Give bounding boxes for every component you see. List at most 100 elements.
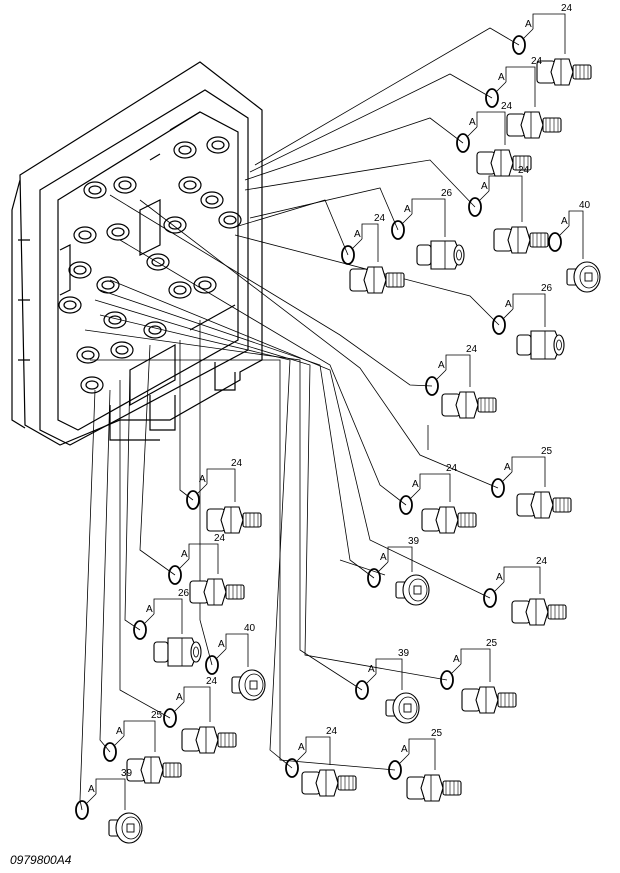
callout-fitting-24: A24	[399, 463, 477, 534]
seal-label: A	[146, 604, 153, 615]
o-ring	[548, 232, 562, 252]
plug-icon	[385, 692, 420, 724]
part-number-label: 24	[206, 676, 218, 687]
fitting-icon	[406, 774, 462, 802]
o-ring	[355, 680, 369, 700]
fitting-icon	[349, 266, 405, 294]
valve-block	[11, 61, 263, 446]
callout-bracket	[503, 566, 541, 594]
callout-bracket	[445, 354, 471, 387]
o-ring	[388, 760, 402, 780]
part-number-label: 26	[541, 283, 553, 294]
o-ring	[491, 478, 505, 498]
plug-icon	[231, 669, 266, 701]
o-ring	[103, 742, 117, 762]
port-bores	[58, 136, 242, 394]
callout-bracket	[568, 210, 584, 259]
part-number-label: 24	[531, 56, 543, 67]
o-ring	[483, 588, 497, 608]
callout-fitting-24: A24	[163, 676, 237, 754]
seal-label: A	[199, 474, 206, 485]
fitting-icon	[536, 58, 592, 86]
seal-label: A	[561, 216, 568, 227]
part-number-label: 40	[579, 200, 591, 211]
part-number-label: 26	[441, 188, 453, 199]
o-ring	[186, 490, 200, 510]
o-ring	[341, 245, 355, 265]
fitting-icon	[516, 491, 572, 519]
seal-label: A	[298, 742, 305, 753]
o-ring	[399, 495, 413, 515]
callout-bracket	[408, 738, 436, 770]
callout-fitting-24: A24	[485, 56, 562, 139]
fitting-icon	[206, 506, 262, 534]
callout-fitting-25: A 25	[388, 728, 462, 802]
callout-bracket	[375, 658, 403, 690]
part-number-label: 25	[151, 710, 163, 721]
union-icon	[516, 330, 565, 360]
callout-bracket	[206, 468, 236, 502]
o-ring	[285, 758, 299, 778]
fitting-icon	[301, 769, 357, 797]
part-number-label: 24	[518, 165, 530, 176]
part-number-label: 24	[446, 463, 458, 474]
leader-lines	[79, 27, 520, 811]
callout-fitting-24: A24	[425, 344, 497, 419]
seal-label: A	[504, 462, 511, 473]
callout-union-26: A 26	[492, 283, 565, 360]
seal-label: A	[404, 204, 411, 215]
seal-label: A	[88, 784, 95, 795]
part-number-label: 24	[536, 556, 548, 567]
plug-icon	[108, 812, 143, 844]
seal-label: A	[481, 181, 488, 192]
o-ring	[425, 376, 439, 396]
callout-bracket	[225, 633, 249, 667]
seal-label: A	[469, 117, 476, 128]
seal-label: A	[438, 360, 445, 371]
o-ring	[367, 568, 381, 588]
callout-bracket	[476, 111, 506, 145]
callout-fitting-25: A25	[440, 638, 517, 714]
callout-bracket	[153, 598, 183, 634]
callout-bracket	[460, 648, 491, 682]
o-ring	[512, 35, 526, 55]
seal-label: A	[401, 744, 408, 755]
part-number-label: 24	[374, 213, 386, 224]
seal-label: A	[496, 572, 503, 583]
callout-bracket	[305, 736, 331, 765]
o-ring	[492, 315, 506, 335]
fitting-icon	[189, 578, 245, 606]
o-ring	[391, 220, 405, 240]
part-number-label: 25	[431, 728, 443, 739]
seal-label: A	[218, 639, 225, 650]
callout-bracket	[532, 13, 566, 54]
o-ring	[75, 800, 89, 820]
callout-plug-39: A39	[355, 648, 420, 724]
callout-bracket	[419, 473, 451, 502]
part-number-label: 24	[561, 3, 573, 14]
part-number-label: 24	[501, 101, 513, 112]
part-number-label: 24	[326, 726, 338, 737]
fitting-icon	[511, 598, 567, 626]
part-number-label: 25	[541, 446, 553, 457]
seal-label: A	[505, 299, 512, 310]
part-number-label: 40	[244, 623, 256, 634]
plug-icon	[395, 574, 430, 606]
seal-label: A	[368, 664, 375, 675]
callout-fitting-24: A24	[168, 533, 245, 606]
o-ring	[163, 708, 177, 728]
drawing-number: 0979800A4	[10, 853, 72, 867]
callout-bracket	[123, 720, 156, 752]
callout-bracket	[505, 66, 536, 107]
o-ring	[485, 88, 499, 108]
callout-plug-40: A 40	[548, 200, 601, 293]
callout-fitting-25: A 25	[491, 446, 572, 519]
callout-plug-39: A39	[367, 536, 430, 606]
part-number-label: 39	[408, 536, 420, 547]
union-icon	[416, 240, 465, 270]
callout-fitting-25: A25	[103, 710, 182, 784]
o-ring	[456, 133, 470, 153]
part-number-label: 39	[121, 768, 133, 779]
o-ring	[205, 655, 219, 675]
